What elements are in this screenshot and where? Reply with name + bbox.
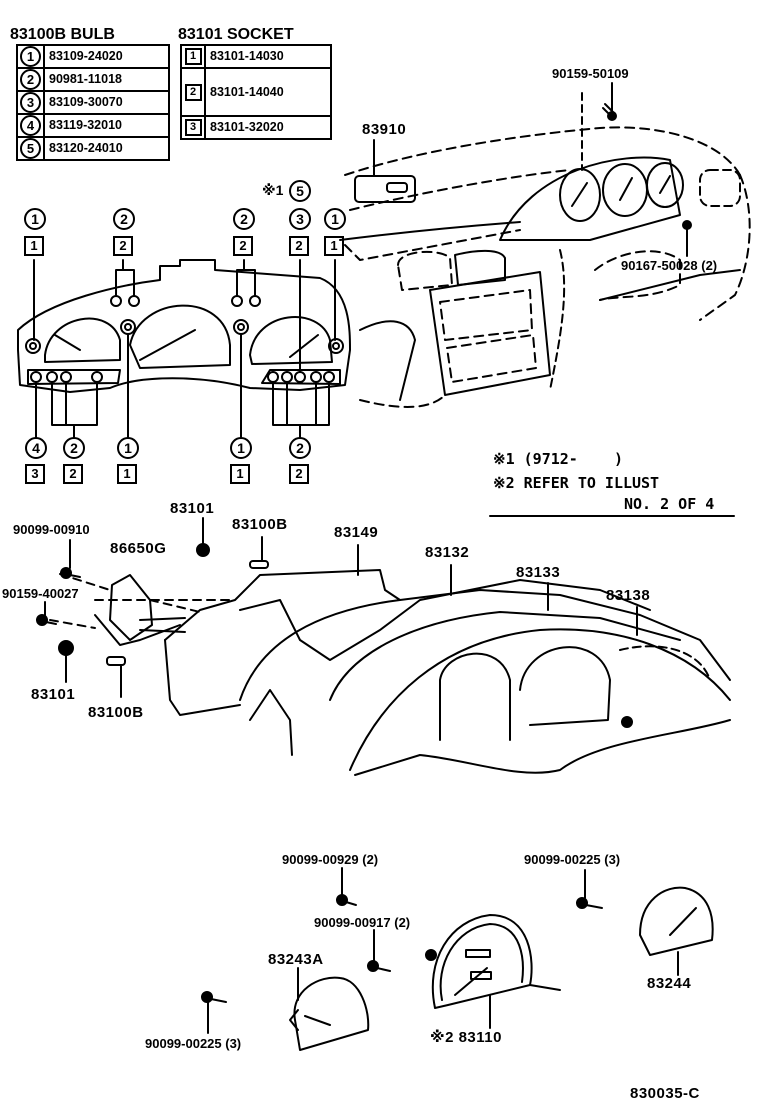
dashboard-illustration — [339, 82, 751, 408]
assembly-illustration — [36, 517, 731, 776]
label-screw-right: 90167-50028 (2) — [621, 258, 718, 273]
bulb-callout: 1 — [117, 437, 139, 459]
part-number: 83101-14030 — [204, 44, 332, 69]
label-glass: 83138 — [606, 587, 651, 604]
part-number: 83119-32010 — [43, 113, 170, 138]
star-note-text: ※1 — [262, 182, 284, 198]
label-case: 83133 — [516, 564, 561, 581]
part-number: 90981-11018 — [43, 67, 170, 92]
socket-callout: 2 — [233, 236, 253, 256]
label-bulb-bottom: 83100B — [88, 704, 144, 721]
label-switch: 83910 — [362, 121, 407, 138]
label-bulb-top: 83100B — [232, 516, 288, 533]
bulb-callout: 1 — [24, 208, 46, 230]
label-socket-bottom: 83101 — [31, 686, 76, 703]
bulb-key: 1 — [20, 46, 41, 67]
socket-key: 2 — [184, 83, 202, 101]
bulb-callout: 2 — [233, 208, 255, 230]
label-screw-c: 90099-00929 (2) — [282, 852, 379, 867]
label-plate: 83132 — [425, 544, 470, 561]
illustration-id: 830035-C — [630, 1085, 700, 1102]
part-number: 83101-14040 — [204, 67, 332, 117]
bulb-table-title: 83100B BULB — [10, 26, 115, 43]
label-screw-f: 90099-00225 (3) — [145, 1036, 242, 1051]
note-line-3: NO. 2 OF 4 — [624, 495, 715, 513]
socket-callout: 1 — [24, 236, 44, 256]
note-line-2: ※2 REFER TO ILLUST — [493, 474, 660, 492]
socket-callout: 2 — [113, 236, 133, 256]
part-number: 83120-24010 — [43, 136, 170, 161]
socket-callout: 1 — [324, 236, 344, 256]
part-number: 83101-32020 — [204, 115, 332, 140]
bulb-callout: 2 — [63, 437, 85, 459]
bulb-key: 3 — [20, 92, 41, 113]
bulb-callout: 4 — [25, 437, 47, 459]
star-note-mark: ※1 — [262, 182, 283, 199]
socket-callout: 1 — [117, 464, 137, 484]
label-board: 83149 — [334, 524, 379, 541]
label-module: 86650G — [110, 540, 167, 557]
gauges-illustration — [201, 867, 714, 1051]
part-number: 83109-24020 — [43, 44, 170, 69]
label-screw-d: 90099-00917 (2) — [314, 915, 411, 930]
socket-key: 3 — [184, 119, 202, 136]
bulb-key: 2 — [20, 69, 41, 90]
socket-callout: 2 — [289, 464, 309, 484]
bulb-key: 5 — [20, 138, 41, 159]
socket-table-title: 83101 SOCKET — [178, 26, 294, 43]
bulb-callout: 5 — [289, 180, 311, 202]
socket-callout: 2 — [63, 464, 83, 484]
label-socket-top: 83101 — [170, 500, 215, 517]
bulb-callout: 1 — [230, 437, 252, 459]
bulb-callout: 2 — [113, 208, 135, 230]
socket-callout: 2 — [289, 236, 309, 256]
part-number: 83109-30070 — [43, 90, 170, 115]
label-screw-e: 90099-00225 (3) — [524, 852, 621, 867]
bulb-callout: 1 — [324, 208, 346, 230]
extra-bulb-mark: 5 — [289, 180, 311, 202]
label-screw-b: 90159-40027 — [2, 586, 79, 601]
label-fuel-gauge: 83243A — [268, 951, 324, 968]
bulb-callout: 3 — [289, 208, 311, 230]
socket-callout: 3 — [25, 464, 45, 484]
label-screw-a: 90099-00910 — [13, 522, 90, 537]
cluster-illustration — [17, 259, 351, 439]
socket-key: 1 — [184, 48, 202, 65]
label-temp-gauge: 83244 — [647, 975, 692, 992]
bulb-callout: 2 — [289, 437, 311, 459]
socket-callout: 1 — [230, 464, 250, 484]
label-speedometer: ※2 83110 — [430, 1029, 502, 1046]
label-screw-top: 90159-50109 — [552, 66, 629, 81]
bulb-key: 4 — [20, 115, 41, 136]
note-line-1: ※1 (9712- ) — [493, 450, 623, 468]
